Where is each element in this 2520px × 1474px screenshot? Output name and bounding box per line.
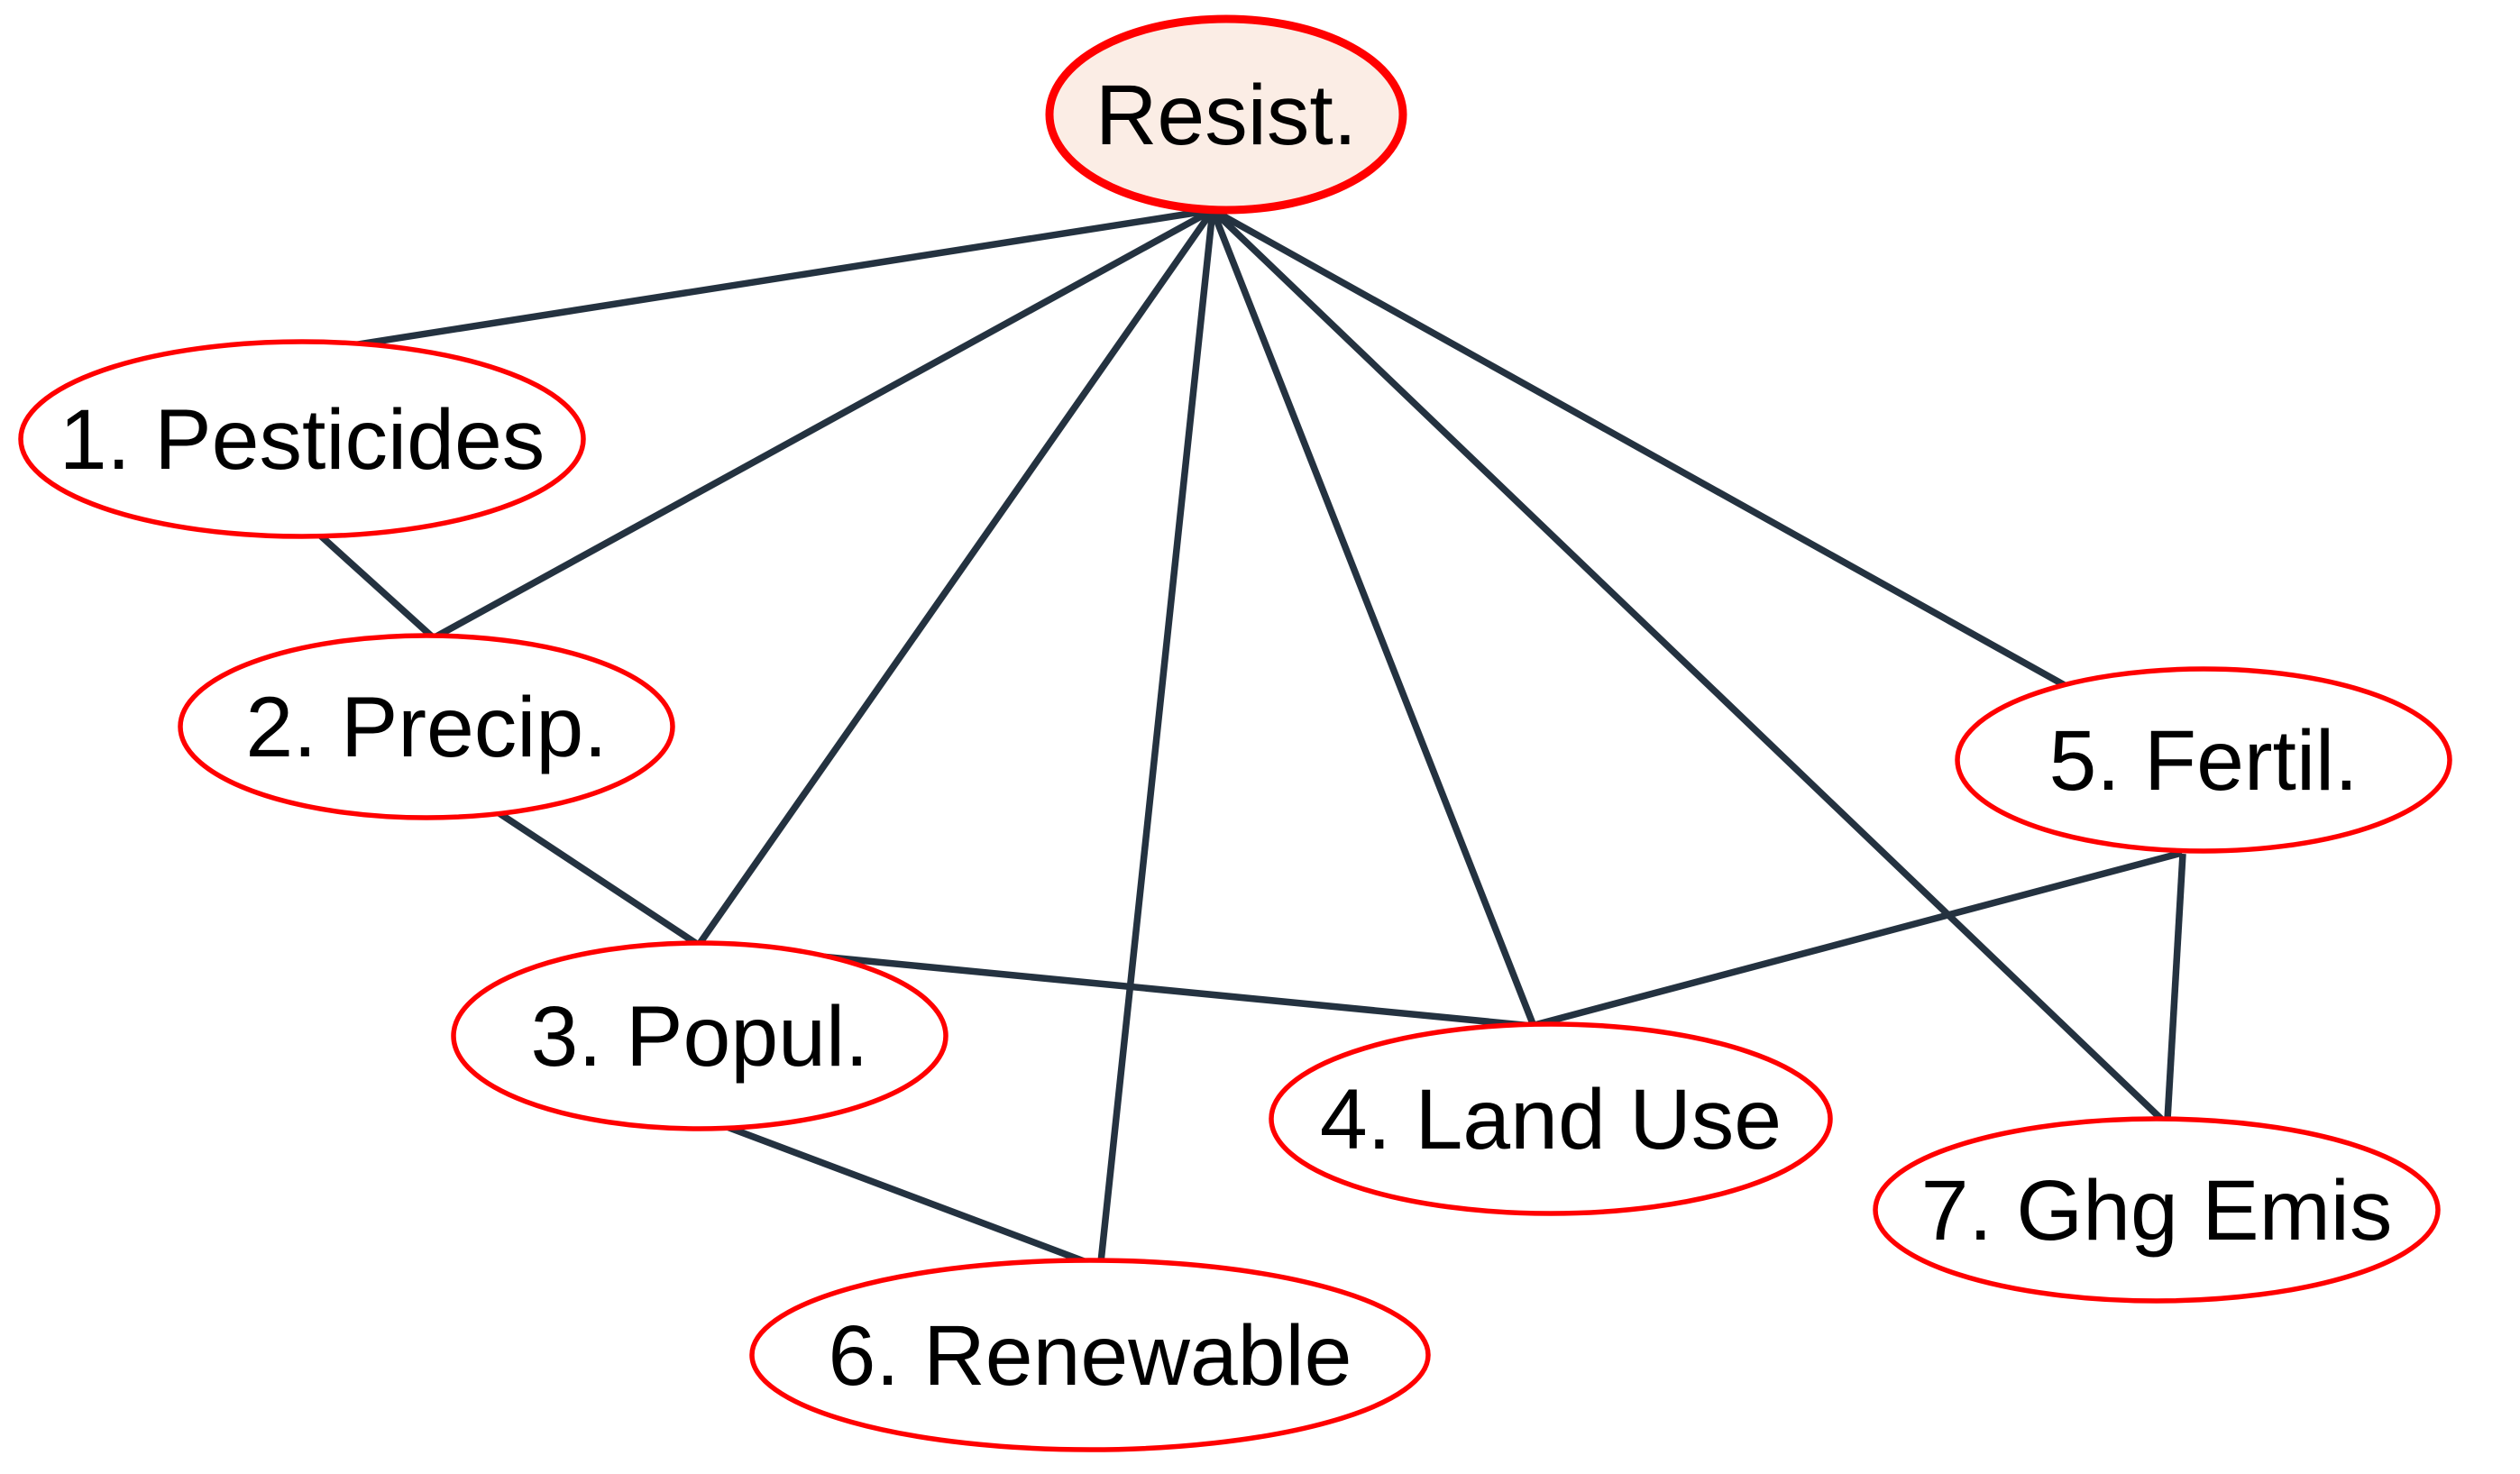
edge-landuse-fertil: [1534, 849, 2183, 1029]
node-precip-label: 2. Precip.: [245, 680, 607, 775]
node-renewable: 6. Renewable: [749, 1258, 1431, 1452]
edge-resist-popul: [695, 207, 1216, 948]
node-resist-ellipse: [1045, 14, 1407, 215]
node-ghgemis-ellipse: [1873, 1116, 2441, 1304]
edge-resist-fertil: [1211, 206, 2073, 692]
node-popul-ellipse: [451, 940, 948, 1131]
node-fertil: 5. Fertil.: [1955, 666, 2452, 854]
nodes-layer: Resist. 1. Pesticides 2. Precip. 3. Popu…: [18, 14, 2452, 1452]
edge-precip-popul: [492, 807, 700, 948]
node-precip-ellipse: [178, 633, 675, 820]
edge-pesticides-precip: [315, 530, 435, 639]
node-popul: 3. Popul.: [451, 940, 948, 1131]
node-landuse: 4. Land Use: [1269, 1021, 1833, 1216]
node-pesticides-label: 1. Pesticides: [60, 392, 545, 488]
node-ghgemis-label: 7. Ghg Emis: [1921, 1163, 2393, 1259]
node-pesticides: 1. Pesticides: [18, 339, 586, 539]
node-ghgemis: 7. Ghg Emis: [1873, 1116, 2441, 1304]
node-precip: 2. Precip.: [178, 633, 675, 820]
node-pesticides-ellipse: [18, 339, 586, 539]
node-landuse-label: 4. Land Use: [1320, 1072, 1782, 1167]
node-landuse-ellipse: [1269, 1021, 1833, 1216]
edge-resist-landuse: [1209, 208, 1537, 1028]
edges-layer: [311, 206, 2186, 1266]
node-renewable-label: 6. Renewable: [829, 1308, 1352, 1404]
node-popul-label: 3. Popul.: [531, 989, 869, 1085]
node-renewable-ellipse: [749, 1258, 1431, 1452]
edge-resist-ghgemis: [1210, 207, 2166, 1123]
edge-popul-renewable: [720, 1122, 1088, 1266]
node-fertil-label: 5. Fertil.: [2048, 713, 2358, 809]
edge-fertil-ghgemis: [2164, 853, 2186, 1121]
edge-resist-pesticides: [311, 206, 1214, 355]
edge-resist-precip: [433, 206, 1214, 641]
node-resist-label: Resist.: [1095, 68, 1357, 163]
edge-resist-renewable: [1097, 209, 1216, 1263]
node-fertil-ellipse: [1955, 666, 2452, 854]
node-resist: Resist.: [1045, 14, 1407, 215]
